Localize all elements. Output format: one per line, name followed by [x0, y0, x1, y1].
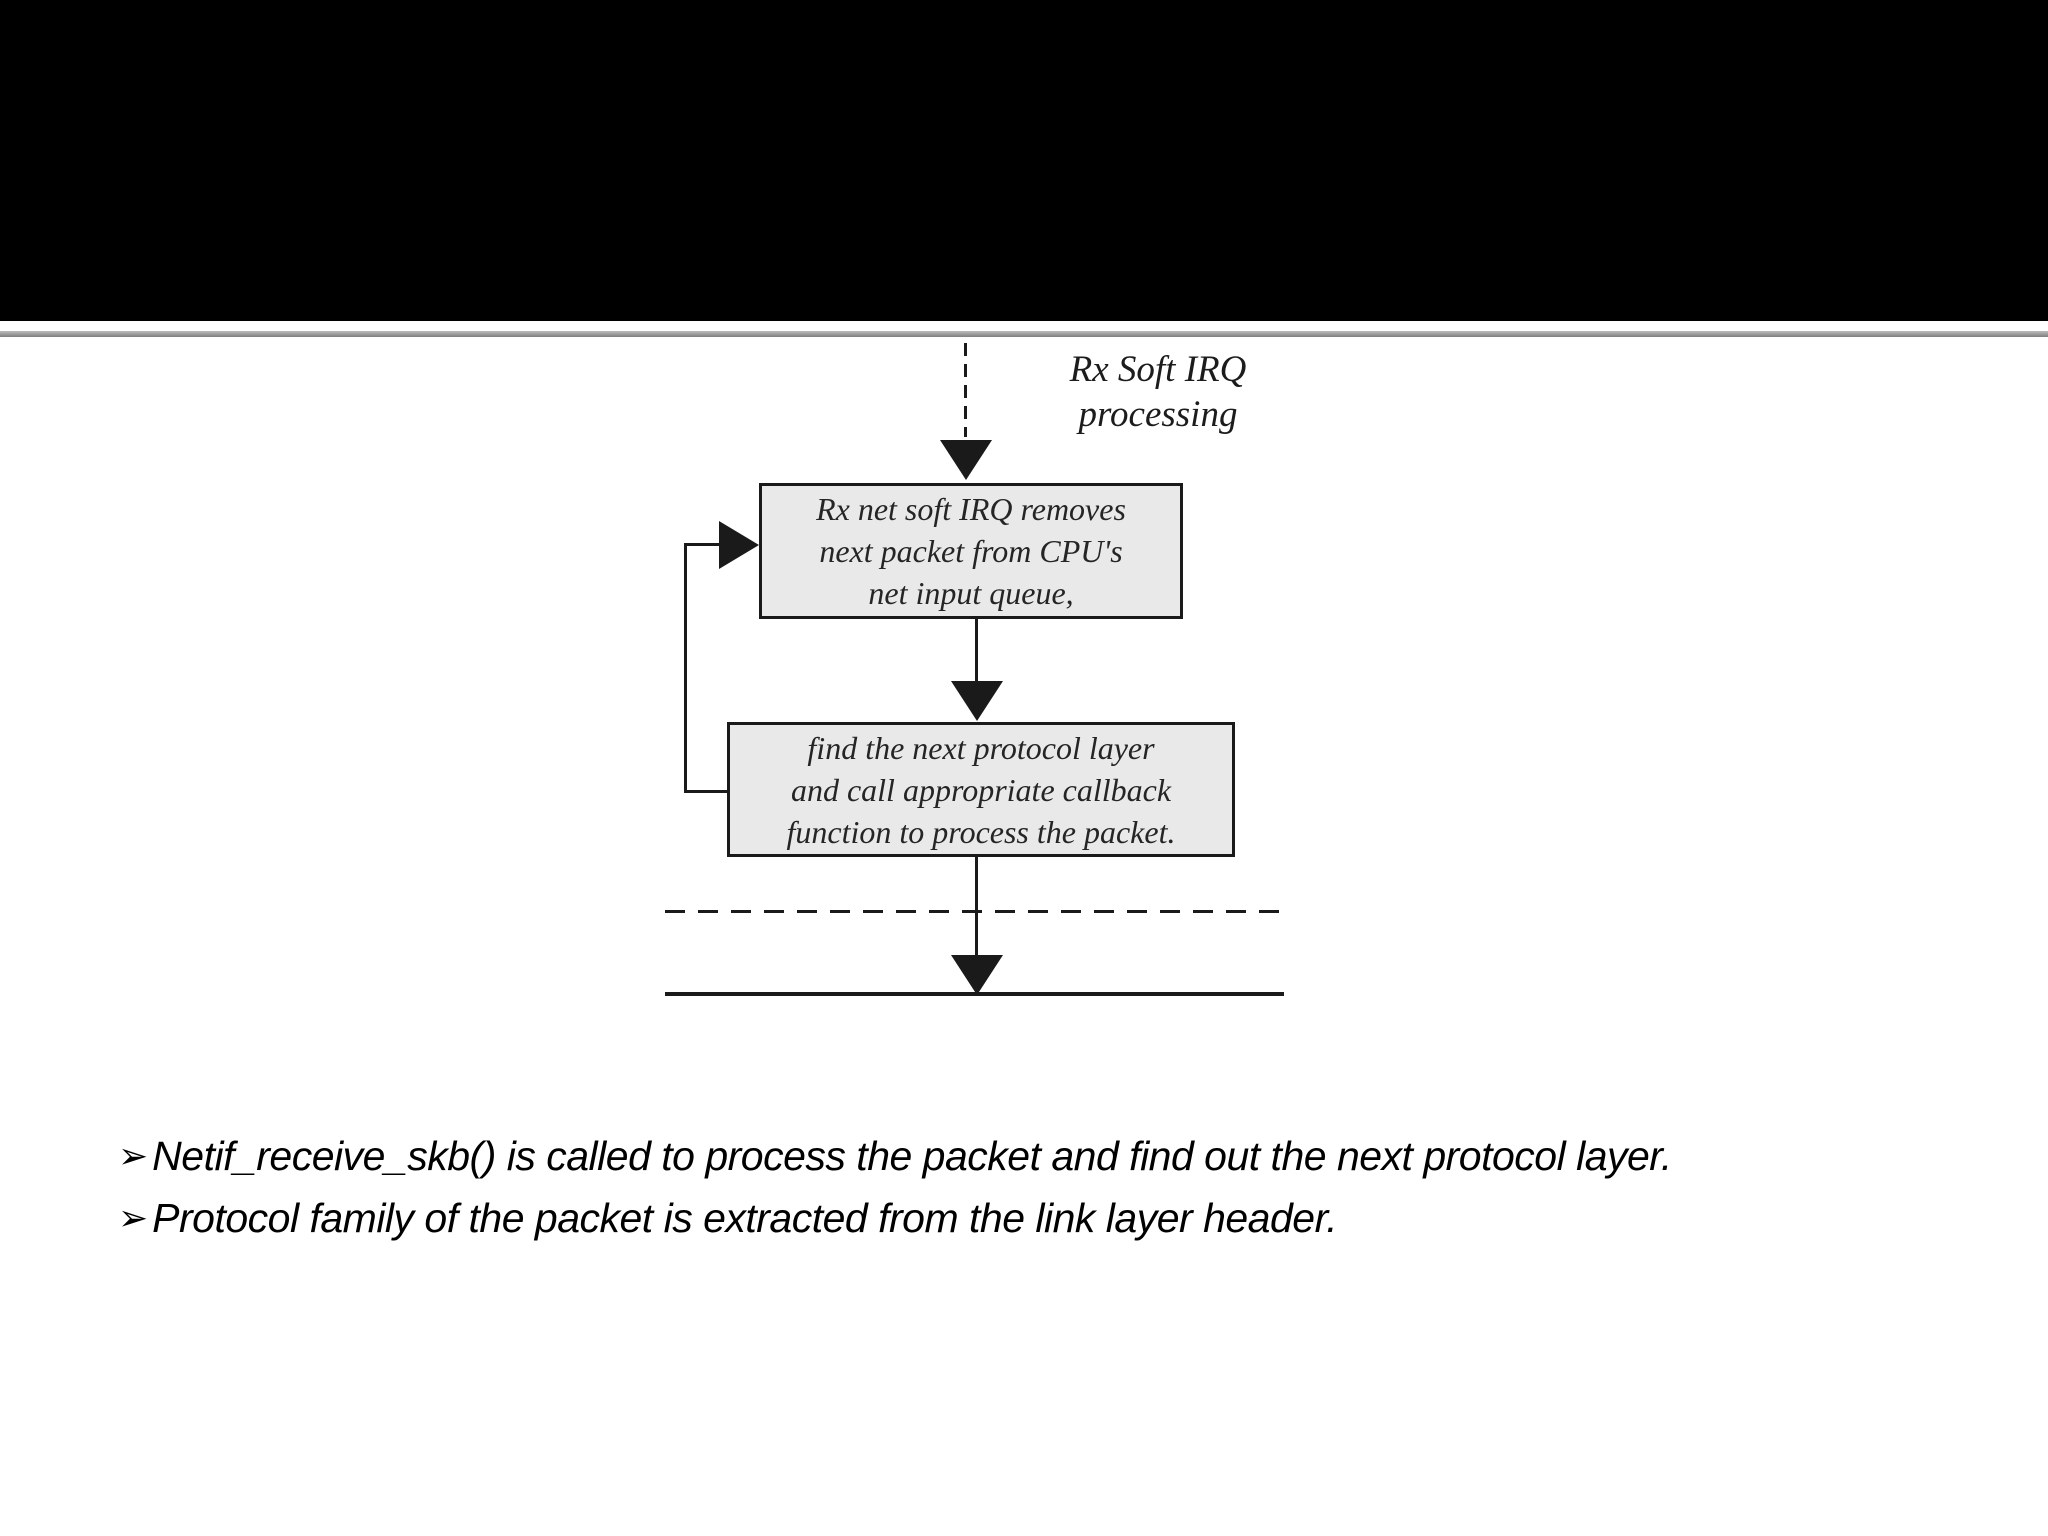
arrow-down-icon	[940, 440, 992, 480]
diagram-label: Rx Soft IRQ processing	[1008, 347, 1308, 437]
layer-boundary-dashed-line	[665, 910, 1281, 913]
connector-line	[975, 619, 978, 683]
diagram-label-line1: Rx Soft IRQ	[1069, 349, 1247, 390]
divider-rule	[0, 331, 2048, 337]
bullet-item: ➢ Netif_receive_skb() is called to proce…	[118, 1133, 1978, 1195]
slide-title-bar	[0, 0, 2048, 321]
flow-box-find-protocol-callback: find the next protocol layer and call ap…	[727, 722, 1235, 857]
diagram-label-line2: processing	[1078, 394, 1238, 435]
bullet-arrow-icon: ➢	[118, 1198, 149, 1239]
flow-box-line: net input queue,	[868, 575, 1074, 611]
bullet-text: Protocol family of the packet is extract…	[152, 1195, 1338, 1241]
loopback-line-bottom	[684, 790, 728, 793]
bullet-text: Netif_receive_skb() is called to process…	[152, 1133, 1672, 1179]
flow-box-line: and call appropriate callback	[790, 771, 1172, 808]
arrow-right-icon	[719, 521, 759, 569]
flow-box-line: find the next protocol layer	[807, 729, 1155, 766]
bullet-item: ➢ Protocol family of the packet is extra…	[118, 1195, 1978, 1257]
flow-box-line: next packet from CPU's	[819, 533, 1123, 569]
flow-box-line: function to process the packet.	[786, 813, 1176, 850]
flow-box-rx-soft-irq-dequeue: Rx net soft IRQ removes next packet from…	[759, 483, 1183, 619]
layer-boundary-solid-line	[665, 992, 1284, 996]
arrow-down-icon	[951, 955, 1003, 995]
exit-line	[975, 857, 978, 957]
loopback-line-top	[684, 543, 720, 546]
arrow-down-icon	[951, 681, 1003, 721]
flow-box-line: Rx net soft IRQ removes	[816, 491, 1126, 527]
bullet-list: ➢ Netif_receive_skb() is called to proce…	[118, 1133, 1978, 1257]
bullet-arrow-icon: ➢	[118, 1136, 149, 1177]
incoming-dashed-line	[964, 343, 967, 437]
loopback-line-vertical	[684, 543, 687, 793]
